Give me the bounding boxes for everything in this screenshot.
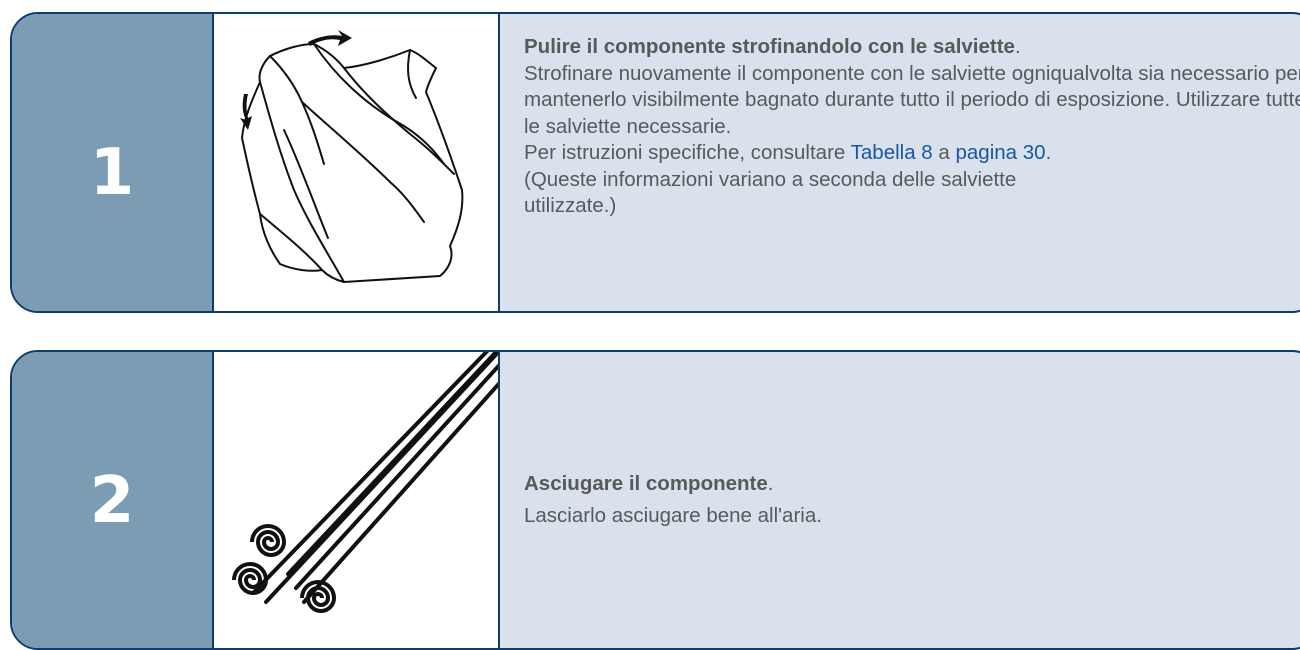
step-title-end: . — [1014, 35, 1021, 58]
page-link[interactable]: pagina 30 — [955, 141, 1046, 164]
step-title: Pulire il componente strofinandolo con l… — [524, 35, 1015, 58]
ref-prefix: Per istruzioni specifiche, consultare — [524, 141, 851, 164]
step-illustration — [214, 352, 500, 648]
step-body: Lasciarlo asciugare bene all'aria. — [524, 504, 822, 527]
wiping-cloth-icon — [240, 30, 464, 283]
step-body: Strofinare nuovamente il componente con … — [524, 61, 1300, 138]
ref-end: . — [1045, 141, 1052, 164]
air-dry-icon — [232, 352, 498, 613]
table-link[interactable]: Tabella 8 — [850, 141, 933, 164]
step-note: (Queste informazioni variano a seconda d… — [524, 167, 1017, 218]
step-reference: Per istruzioni specifiche, consultare Ta… — [524, 140, 1300, 167]
step-card-2: 2 Asciugare il componente. Lasciarlo asc… — [10, 350, 1300, 650]
step-title-end: . — [767, 471, 774, 495]
step-text: Asciugare il componente. Lasciarlo asciu… — [500, 352, 1300, 648]
step-number: 1 — [12, 14, 214, 311]
step-number: 2 — [12, 352, 214, 648]
step-card-1: 1 Pulire il componente strofinandolo con… — [10, 12, 1300, 313]
step-text: Pulire il componente strofinandolo con l… — [500, 14, 1300, 311]
step-title: Asciugare il componente — [524, 471, 768, 495]
step-illustration — [214, 14, 500, 311]
ref-mid: a — [932, 141, 956, 164]
